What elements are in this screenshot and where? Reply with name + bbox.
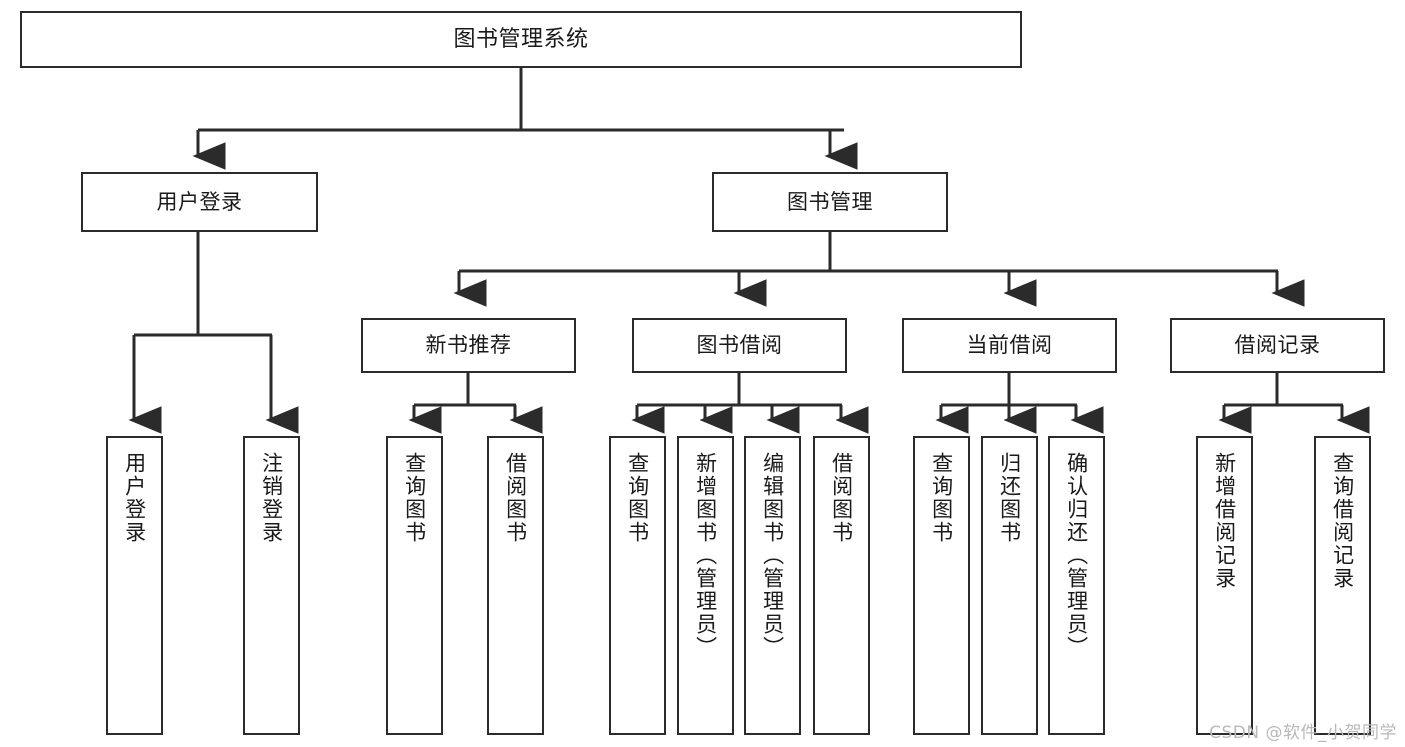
- node-label: 新书推荐: [425, 333, 512, 358]
- node-label: 借阅图书: [829, 452, 854, 544]
- node-label: 查询图书: [625, 452, 650, 544]
- watermark: CSDN @软件_小贺同学: [1209, 723, 1397, 743]
- leaf-query-borrow-record[interactable]: 查询借阅记录: [1314, 436, 1371, 735]
- leaf-edit-book-admin[interactable]: 编辑图书（管理员）: [744, 436, 801, 735]
- node-root-library-management-system[interactable]: 图书管理系统: [20, 11, 1022, 68]
- node-label: 注销登录: [259, 452, 284, 544]
- node-label: 查询图书: [929, 452, 954, 544]
- node-label: 用户登录: [122, 452, 147, 544]
- node-label: 图书管理: [787, 189, 873, 214]
- leaf-add-book-admin[interactable]: 新增图书（管理员）: [677, 436, 734, 735]
- node-label: 新增图书（管理员）: [693, 452, 718, 659]
- node-book-management[interactable]: 图书管理: [712, 172, 948, 232]
- node-current-borrow[interactable]: 当前借阅: [902, 318, 1117, 373]
- leaf-return-book[interactable]: 归还图书: [981, 436, 1038, 735]
- node-label: 图书借阅: [696, 333, 783, 358]
- node-label: 编辑图书（管理员）: [760, 452, 785, 659]
- node-user-login[interactable]: 用户登录: [81, 172, 318, 232]
- node-label: 查询图书: [402, 452, 427, 544]
- leaf-logout[interactable]: 注销登录: [243, 436, 300, 735]
- leaf-borrow-book-recommend[interactable]: 借阅图书: [487, 436, 544, 735]
- node-label: 当前借阅: [966, 333, 1053, 358]
- node-label: 借阅记录: [1234, 333, 1321, 358]
- leaf-query-book-recommend[interactable]: 查询图书: [386, 436, 443, 735]
- node-label: 借阅图书: [503, 452, 528, 544]
- node-new-book-recommend[interactable]: 新书推荐: [361, 318, 576, 373]
- leaf-user-login[interactable]: 用户登录: [106, 436, 163, 735]
- leaf-query-book-borrow[interactable]: 查询图书: [609, 436, 666, 735]
- node-label: 归还图书: [997, 452, 1022, 544]
- node-label: 新增借阅记录: [1212, 452, 1237, 590]
- node-label: 用户登录: [156, 189, 243, 214]
- node-label: 查询借阅记录: [1330, 452, 1355, 590]
- node-label: 图书管理系统: [453, 26, 589, 52]
- leaf-confirm-return-admin[interactable]: 确认归还（管理员）: [1048, 436, 1105, 735]
- node-label: 确认归还（管理员）: [1064, 452, 1089, 659]
- leaf-add-borrow-record[interactable]: 新增借阅记录: [1196, 436, 1253, 735]
- node-book-borrow[interactable]: 图书借阅: [632, 318, 847, 373]
- node-borrow-record[interactable]: 借阅记录: [1170, 318, 1385, 373]
- leaf-query-book-current[interactable]: 查询图书: [913, 436, 970, 735]
- leaf-borrow-book[interactable]: 借阅图书: [813, 436, 870, 735]
